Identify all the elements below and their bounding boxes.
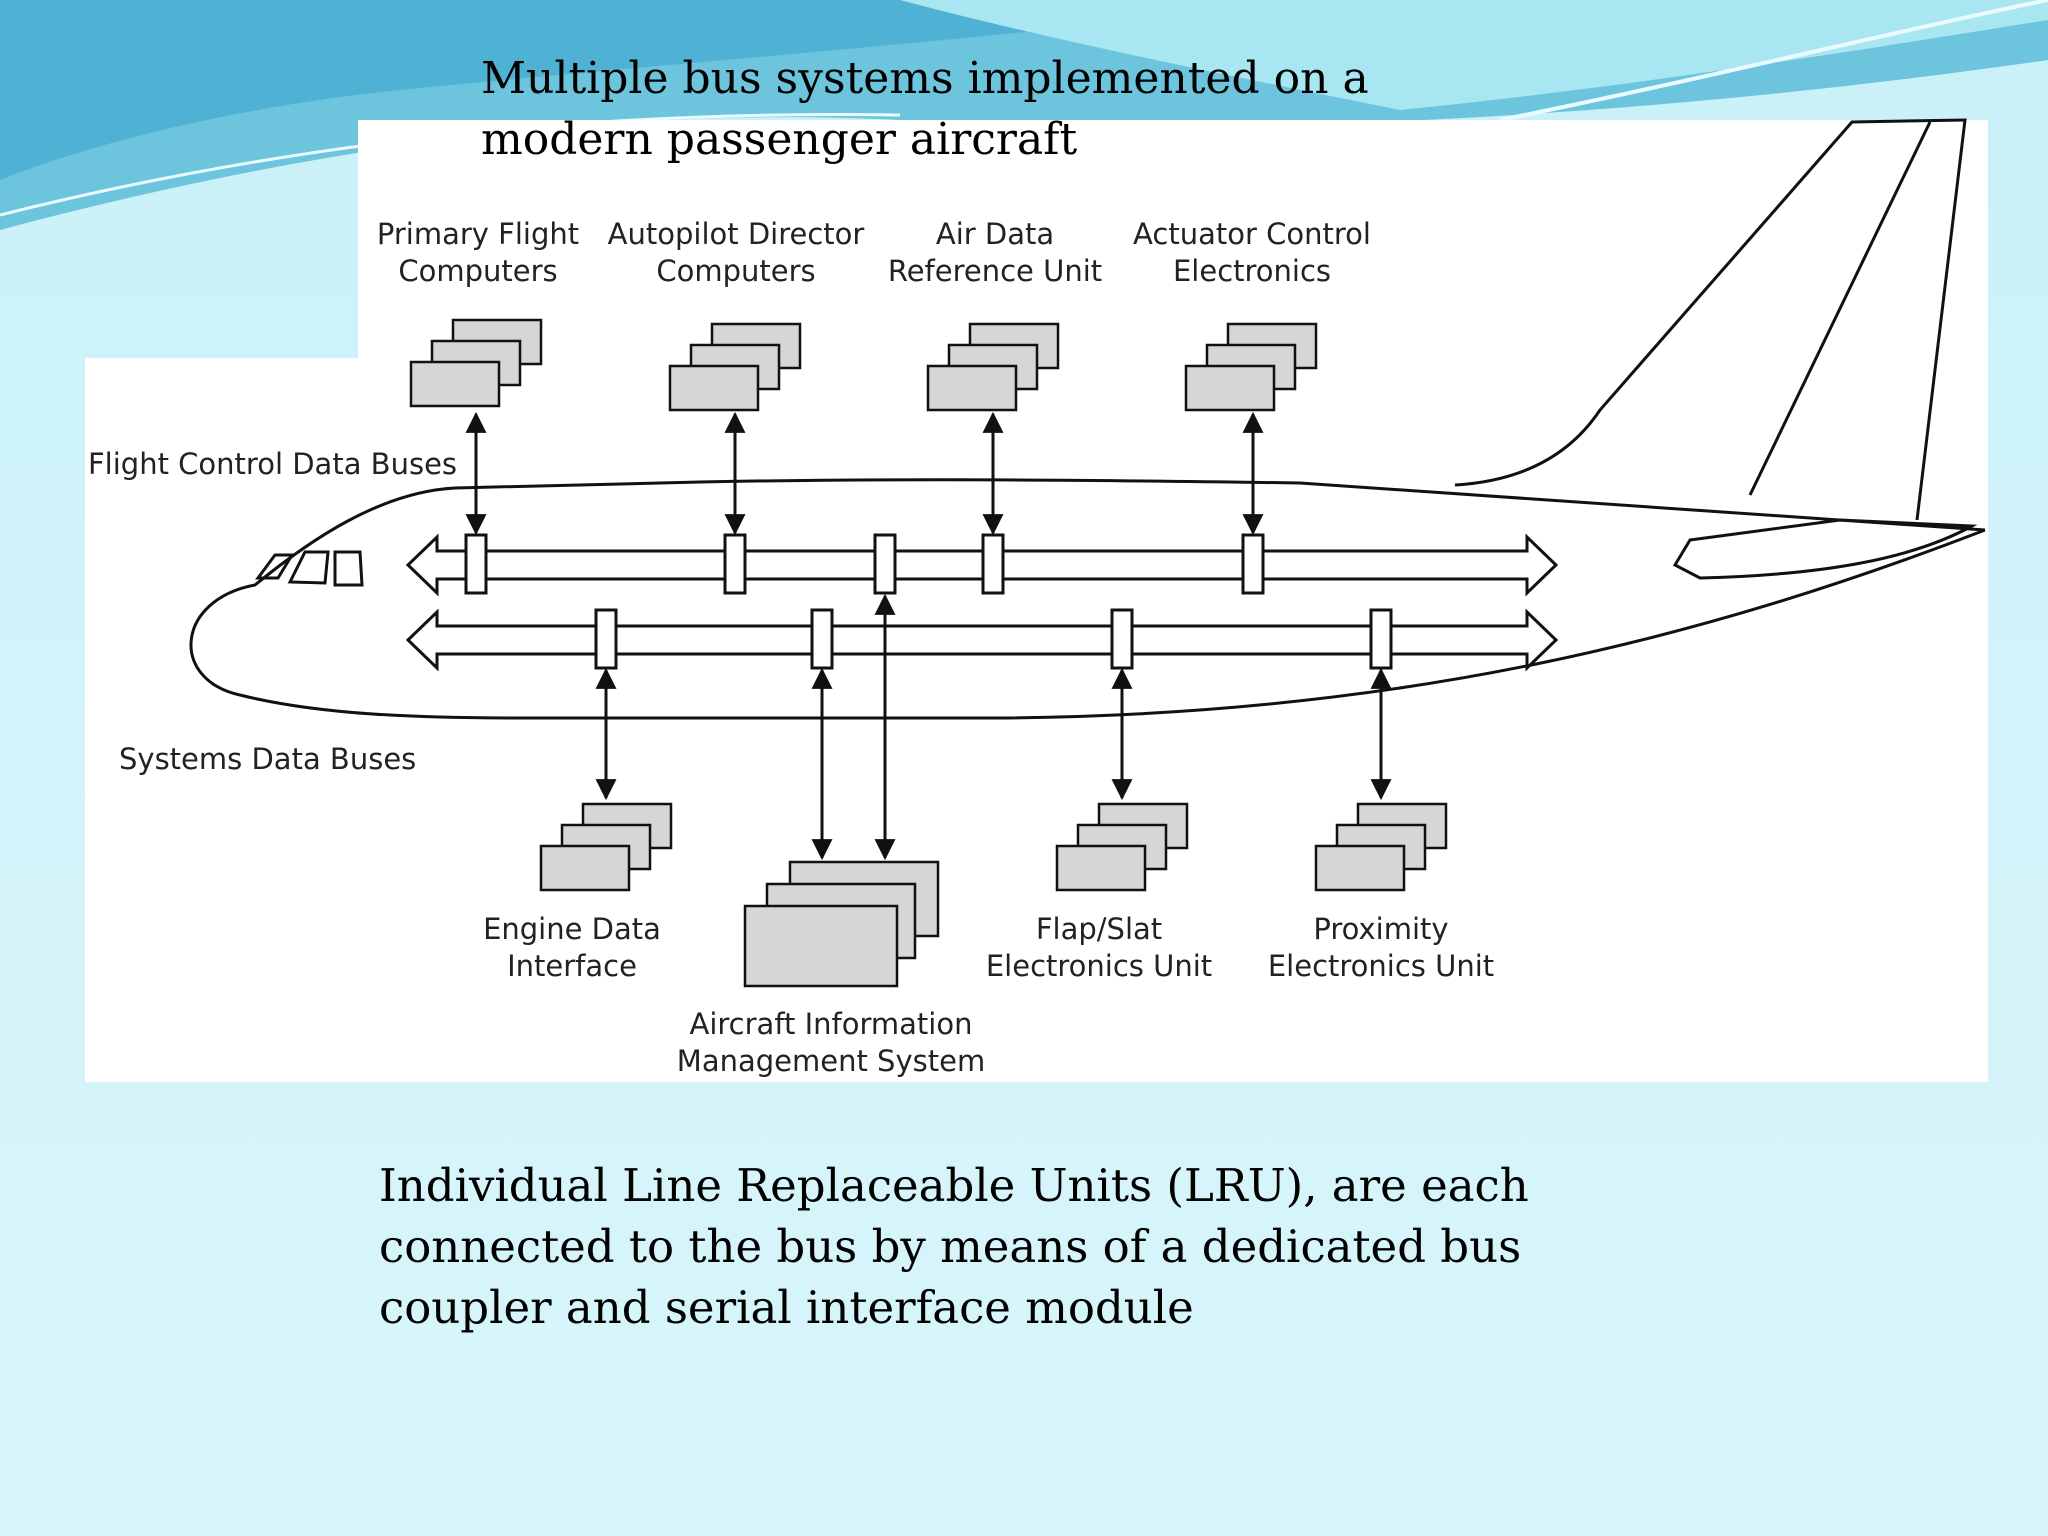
label-aims-2: Management System: [677, 1044, 985, 1078]
systems-bus: [405, 608, 1559, 672]
label-primary-flight-2: Computers: [398, 254, 557, 288]
diagram-panel-top: [358, 120, 1988, 360]
aircraft-outline: [189, 118, 1986, 720]
label-air-data-2: Reference Unit: [888, 254, 1102, 288]
wave-highlight: [1499, 0, 2048, 122]
label-engine-data-1: Engine Data: [483, 912, 661, 946]
bus-coupler: [594, 608, 618, 670]
cockpit-window-1: [255, 553, 295, 580]
label-air-data-1: Air Data: [936, 217, 1054, 251]
label-autopilot-1: Autopilot Director: [608, 217, 865, 251]
label-actuator-2: Electronics: [1173, 254, 1331, 288]
vertical-tail: [1454, 118, 1967, 521]
label-engine-data-2: Interface: [507, 949, 637, 983]
label-proximity-1: Proximity: [1313, 912, 1448, 946]
bus-coupler: [981, 533, 1005, 595]
cockpit-window-3: [333, 550, 364, 587]
bus-coupler: [1241, 533, 1265, 595]
fuselage-outline: [189, 478, 1986, 720]
horizontal-stabilizer: [1672, 518, 1978, 580]
cockpit-window-2: [287, 550, 330, 585]
bus-coupler: [873, 533, 897, 595]
bus-coupler: [1110, 608, 1134, 670]
label-flap-slat-1: Flap/Slat: [1036, 912, 1162, 946]
label-actuator-1: Actuator Control: [1133, 217, 1371, 251]
label-aims-1: Aircraft Information: [690, 1007, 973, 1041]
wave-light: [900, 0, 2048, 110]
bus-coupler: [723, 533, 747, 595]
wave-deep: [0, 0, 1300, 180]
label-autopilot-2: Computers: [656, 254, 815, 288]
bus-coupler: [464, 533, 488, 595]
diagram-panel-main: [85, 358, 1988, 1082]
lru-aircraft-information-management-system: [743, 860, 940, 988]
slide-caption: Individual Line Replaceable Units (LRU),…: [379, 1159, 1529, 1334]
slide-title: Multiple bus systems implemented on a mo…: [481, 53, 1369, 165]
label-flap-slat-2: Electronics Unit: [986, 949, 1212, 983]
bus-coupler: [1369, 608, 1393, 670]
bus-coupler: [810, 608, 834, 670]
label-proximity-2: Electronics Unit: [1268, 949, 1494, 983]
tail-inner-line: [1748, 121, 1932, 496]
label-flight-control-buses: Flight Control Data Buses: [88, 447, 457, 481]
label-systems-buses: Systems Data Buses: [119, 742, 416, 776]
label-primary-flight-1: Primary Flight: [377, 217, 579, 251]
